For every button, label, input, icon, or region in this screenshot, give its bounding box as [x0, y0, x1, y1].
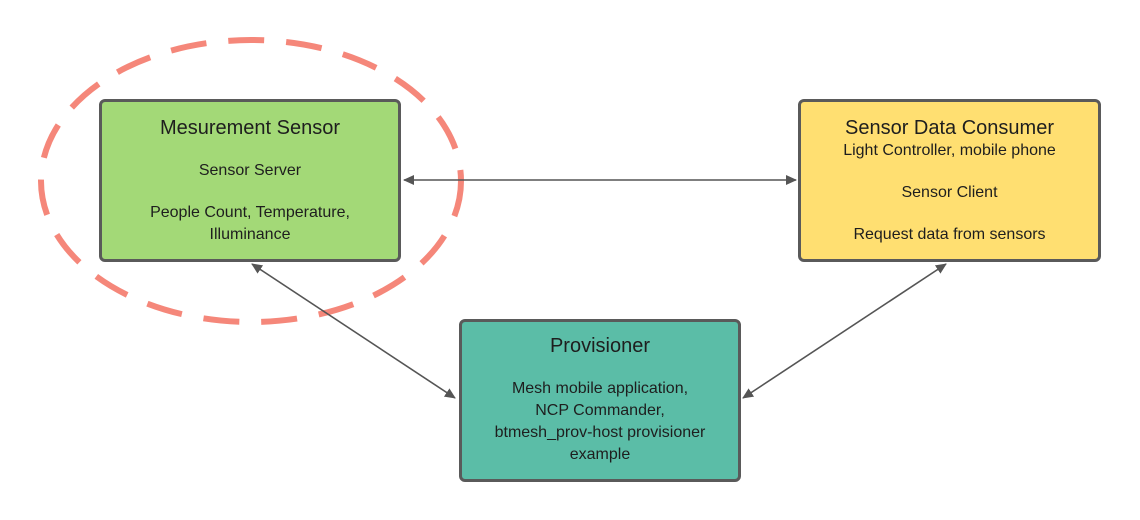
sensor-data-consumer-devices: Light Controller, mobile phone	[843, 142, 1056, 159]
provisioner-line2: NCP Commander,	[535, 402, 665, 419]
sensor-data-consumer-node: Sensor Data Consumer Light Controller, m…	[798, 99, 1101, 262]
provisioner-title: Provisioner	[549, 335, 651, 357]
edge-sensor-provisioner	[251, 263, 456, 399]
provisioner-line1: Mesh mobile application,	[511, 380, 689, 397]
measurement-sensor-role: Sensor Server	[198, 162, 302, 179]
measurement-sensor-properties-line1: People Count, Temperature,	[150, 204, 350, 221]
sensor-data-consumer-action: Request data from sensors	[853, 226, 1046, 243]
sensor-data-consumer-title: Sensor Data Consumer	[845, 117, 1054, 139]
provisioner-line3: btmesh_prov-host provisioner	[494, 424, 706, 441]
provisioner-node: Provisioner Mesh mobile application, NCP…	[459, 319, 741, 482]
sensor-data-consumer-role: Sensor Client	[901, 184, 998, 201]
edge-consumer-provisioner	[742, 263, 947, 399]
provisioner-line4: example	[569, 446, 631, 463]
measurement-sensor-node: Mesurement Sensor Sensor Server People C…	[99, 99, 401, 262]
measurement-sensor-title: Mesurement Sensor	[159, 117, 341, 139]
measurement-sensor-properties-line2: Illuminance	[209, 226, 291, 243]
